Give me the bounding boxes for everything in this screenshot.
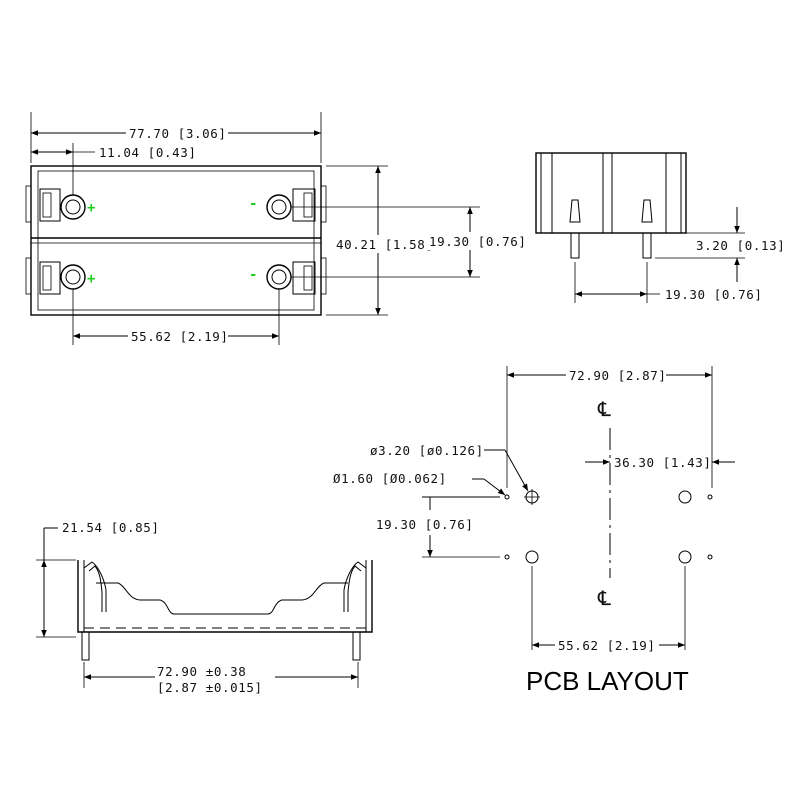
side-body-outline <box>535 152 687 234</box>
dim-pcb-terminal-span: 55.62 [2.19] <box>558 638 656 653</box>
contact-right-top <box>266 188 316 222</box>
dim-front-width-1: 72.90 ±0.38 <box>157 664 246 679</box>
polarity-minus-bottom: - <box>249 267 257 283</box>
pcb-hole-small-bottom-left <box>504 554 510 560</box>
pcb-hole-small-bottom-right <box>707 554 713 560</box>
dim-pin-length: 3.20 [0.13] <box>696 238 785 253</box>
spring-contact-left <box>83 561 107 612</box>
spring-contact-right <box>343 561 367 612</box>
callout-small-hole: Ø1.60 [Ø0.062] <box>333 471 447 486</box>
terminal-hole-left-bottom <box>60 264 86 290</box>
pcb-hole-small-top-right <box>707 494 713 500</box>
front-pin-right <box>352 631 361 661</box>
pcb-hole-small-top-left <box>504 494 510 500</box>
dim-front-height: 21.54 [0.85] <box>62 520 160 535</box>
cradle-profile <box>96 582 348 615</box>
side-pin-left <box>569 199 581 259</box>
contact-left-top <box>39 188 86 222</box>
pcb-hole-large-bottom-left <box>525 550 539 564</box>
polarity-minus-top: - <box>249 196 257 212</box>
contact-right-bottom <box>266 261 316 295</box>
dim-front-width-2: [2.87 ±0.015] <box>157 680 263 695</box>
dim-overall-width: 77.70 [3.06] <box>129 126 227 141</box>
dim-pcb-center-offset: 36.30 [1.43] <box>614 455 712 470</box>
polarity-plus-bottom: + <box>87 271 95 287</box>
terminal-hole-right-top <box>266 194 292 220</box>
dim-pcb-row-pitch: 19.30 [0.76] <box>376 517 474 532</box>
holder-body-inner <box>37 170 315 311</box>
dim-terminal-span-top: 55.62 [2.19] <box>131 329 229 344</box>
contact-left-bottom <box>39 261 86 295</box>
front-pin-left <box>81 631 90 661</box>
pcb-hole-large-bottom-right <box>678 550 692 564</box>
centerline-symbol-top: ℄ <box>597 399 611 421</box>
dim-row-pitch-top: 19.30 [0.76] <box>429 234 527 249</box>
front-body-outline <box>77 560 373 633</box>
dim-offset-left: 11.04 [0.43] <box>99 145 197 160</box>
centerline-symbol-bottom: ℄ <box>597 588 611 610</box>
pcb-layout-title: PCB LAYOUT <box>526 666 689 696</box>
top-view: + + - - 77.70 [3.06] 11.04 [0.43] 40.21 … <box>25 112 527 345</box>
pcb-layout: ℄ ℄ 72.90 [2.87] 36.30 [1.43] ø3.20 [ø0.… <box>333 366 735 696</box>
dim-overall-height: 40.21 [1.58] <box>336 237 434 252</box>
polarity-plus-top: + <box>87 200 95 216</box>
side-pin-right <box>641 199 653 259</box>
front-view: 21.54 [0.85] 72.90 ±0.38 [2.87 ±0.015] <box>36 520 373 695</box>
side-view: 3.20 [0.13] 19.30 [0.76] <box>535 152 785 303</box>
dim-pin-pitch-side: 19.30 [0.76] <box>665 287 763 302</box>
holder-body-outline <box>30 165 322 316</box>
terminal-hole-left-top <box>60 194 86 220</box>
callout-large-hole: ø3.20 [ø0.126] <box>370 443 484 458</box>
dim-pcb-width: 72.90 [2.87] <box>569 368 667 383</box>
terminal-hole-right-bottom <box>266 264 292 290</box>
pcb-hole-large-top-right <box>678 490 692 504</box>
